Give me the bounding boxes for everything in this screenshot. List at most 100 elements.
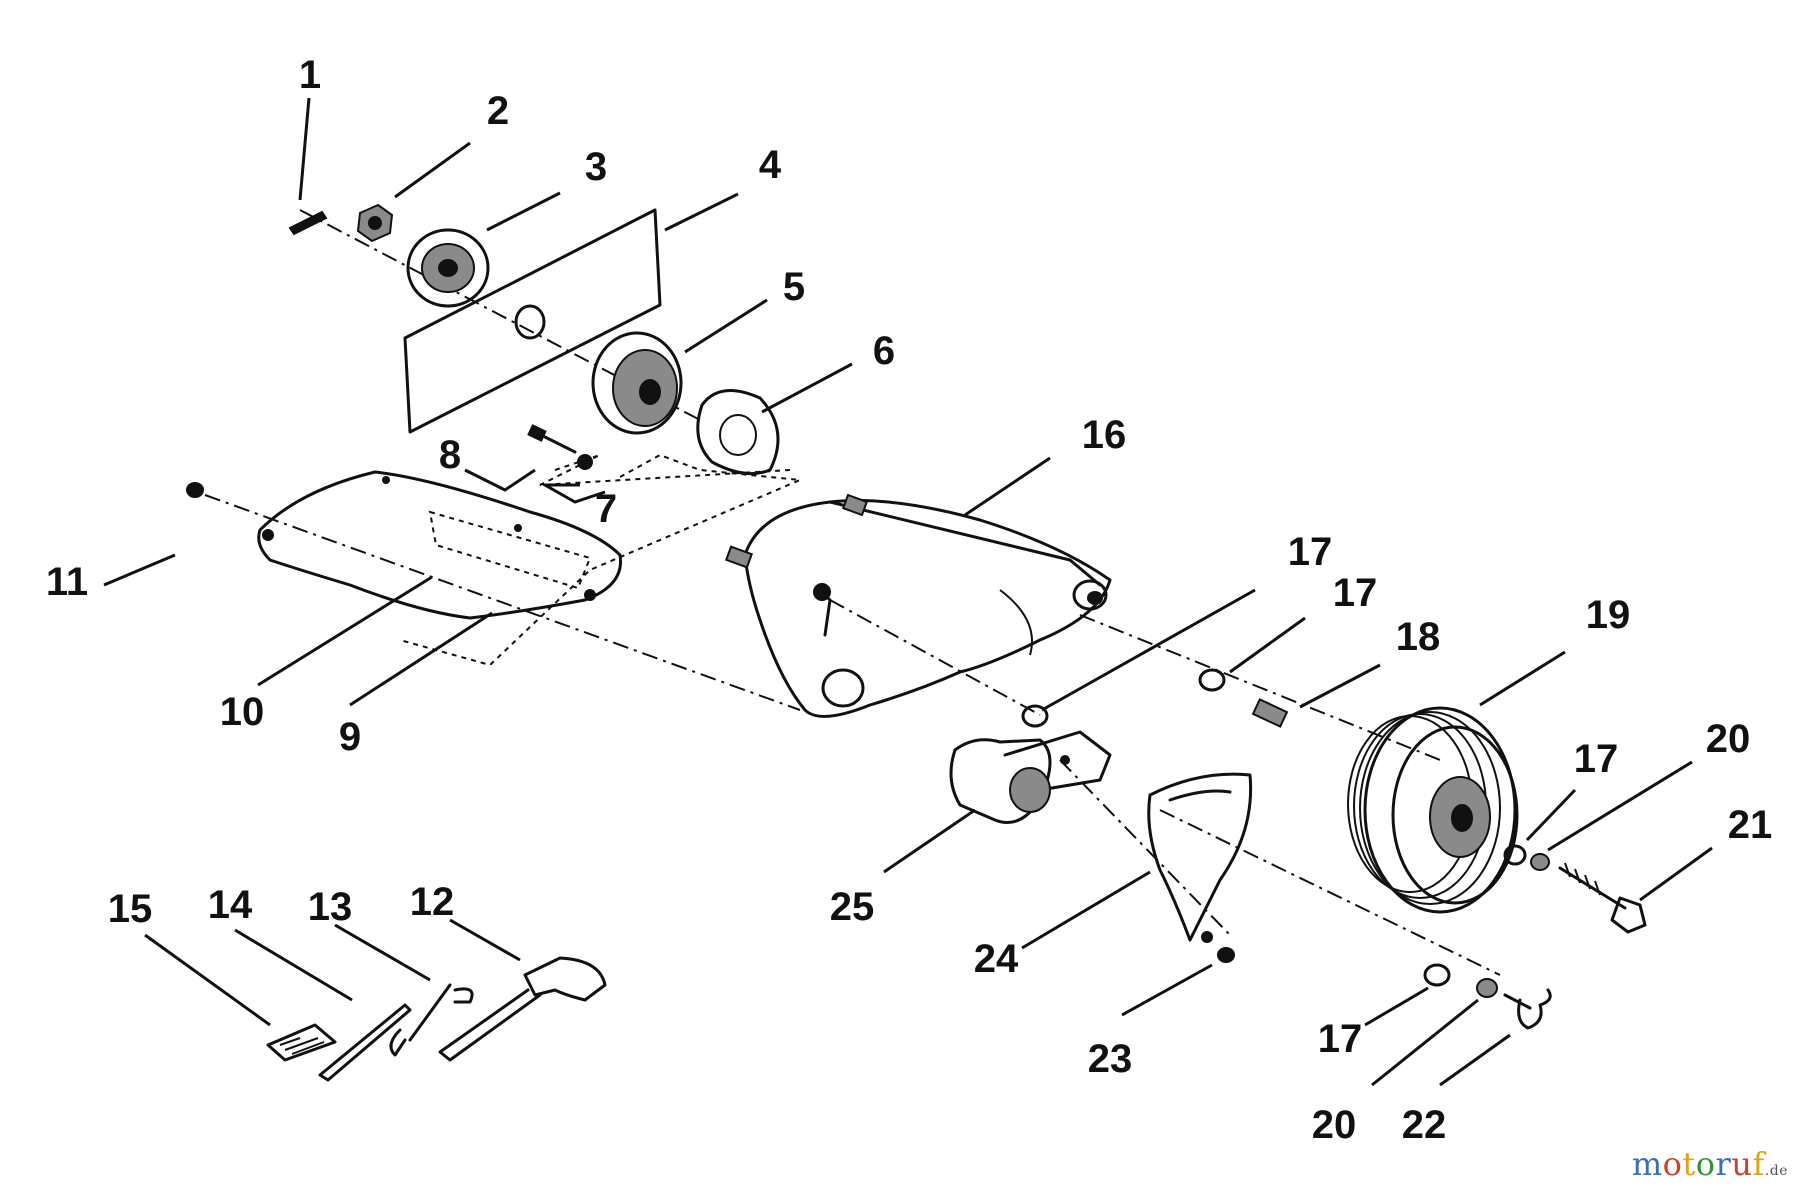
leader-5: [684, 298, 768, 354]
pulley-outer: [591, 331, 683, 435]
frame-screw-head: [813, 583, 831, 601]
leader-17c: [1525, 788, 1577, 842]
shield-hole: [1201, 931, 1213, 943]
gearbox-bolt: [1060, 755, 1070, 765]
leader-7: [539, 483, 606, 504]
leader-20b: [1371, 998, 1479, 1087]
bracket-outline: [696, 388, 780, 476]
leader-1: [298, 97, 311, 201]
part-gearbox: [949, 730, 1112, 824]
guard-hole-top: [382, 476, 390, 484]
callout-20a: 20: [1706, 717, 1751, 761]
leader-17d: [1364, 986, 1429, 1027]
callout-4: 4: [759, 143, 782, 187]
callout-6: 6: [873, 329, 895, 373]
frame-tab: [724, 545, 754, 569]
part-plug-wrench: [438, 956, 607, 1062]
leader-12: [449, 918, 521, 962]
part-screw: [186, 482, 204, 498]
pulley-hub: [639, 379, 661, 405]
callout-17d: 17: [1318, 1017, 1363, 1061]
shield-outline: [1147, 772, 1253, 942]
watermark-logo: motoruf.de: [1632, 1145, 1788, 1183]
axis-cover: [1059, 759, 1231, 936]
gasket-hole: [514, 304, 546, 340]
callout-23: 23: [1088, 1037, 1133, 1081]
pin-shape: [288, 210, 328, 236]
callout-17a: 17: [1288, 530, 1333, 574]
card-outline: [266, 1023, 337, 1062]
part-nut-lower: [1217, 947, 1235, 963]
watermark-letter: m: [1631, 1145, 1663, 1183]
part-decal: [428, 510, 592, 590]
frame-clamp-ring: [821, 668, 865, 708]
part-gasket: [403, 208, 662, 434]
watermark-letter: t: [1682, 1145, 1696, 1183]
guard-hole-left: [262, 529, 274, 541]
lockwasher-a: [1530, 853, 1550, 871]
callout-12: 12: [410, 880, 455, 924]
card-pattern: [279, 1037, 325, 1055]
leader-14: [234, 928, 353, 1002]
axis-wheel: [1079, 614, 1441, 761]
gearbox-cap: [1009, 767, 1051, 813]
leader-9: [349, 611, 493, 707]
leader-24: [1021, 870, 1151, 950]
callout-17b: 17: [1333, 571, 1378, 615]
part-washers: [1021, 668, 1527, 987]
part-small-nut: [577, 454, 593, 470]
watermark-letter: r: [1715, 1145, 1732, 1183]
callout-20b: 20: [1312, 1103, 1357, 1147]
plate-outer: [406, 228, 490, 308]
frame-top-edge: [828, 500, 1102, 587]
callout-7: 7: [595, 487, 617, 531]
screw-shape: [186, 482, 204, 498]
washer-a: [1021, 704, 1049, 728]
leader-15: [144, 933, 271, 1027]
part-bracket: [696, 388, 780, 476]
gasket-outline: [403, 208, 662, 434]
bolt-head: [527, 424, 547, 442]
wrench-shaft: [408, 983, 452, 1042]
leader-18: [1299, 663, 1381, 709]
callout-10: 10: [220, 690, 265, 734]
callout-15: 15: [108, 887, 153, 931]
decal-outline: [428, 510, 592, 590]
frame-axle-boss: [1072, 579, 1108, 611]
rod-shape: [318, 1003, 412, 1082]
axle-bolt-thread: [1564, 862, 1601, 896]
part-spacer: [1251, 698, 1289, 728]
assembly-lines: [204, 209, 1501, 976]
shield-slot: [1168, 789, 1232, 802]
part-pin: [288, 210, 328, 236]
callout-21: 21: [1728, 803, 1773, 847]
plug-wrench-head: [523, 956, 607, 1002]
callout-16: 16: [1082, 413, 1127, 457]
part-bolt-small: [527, 424, 577, 454]
leader-3: [486, 191, 561, 232]
guard-hole-right: [584, 589, 596, 601]
part-washer-plate: [406, 228, 490, 308]
leader-16: [964, 456, 1051, 517]
leader-17a: [1041, 588, 1256, 712]
part-guard-cover: [257, 470, 623, 620]
leader-20a: [1547, 760, 1693, 852]
axle-bolt-head: [1610, 896, 1647, 934]
axle-bolt-shank: [1558, 866, 1627, 910]
wheel-rim: [1391, 725, 1519, 905]
axis-lower: [1159, 809, 1501, 976]
part-wrench: [389, 983, 474, 1057]
lower-nut-shape: [1217, 947, 1235, 963]
callout-17c: 17: [1574, 737, 1619, 781]
frame-contour: [999, 589, 1033, 656]
axis-main: [204, 494, 801, 711]
callout-8: 8: [439, 433, 461, 477]
part-shield: [1147, 772, 1253, 943]
leader-6: [761, 362, 853, 414]
leader-lines: [103, 97, 1713, 1087]
callout-11: 11: [46, 560, 88, 604]
callout-3: 3: [585, 145, 607, 189]
part-pulley: [591, 331, 683, 435]
